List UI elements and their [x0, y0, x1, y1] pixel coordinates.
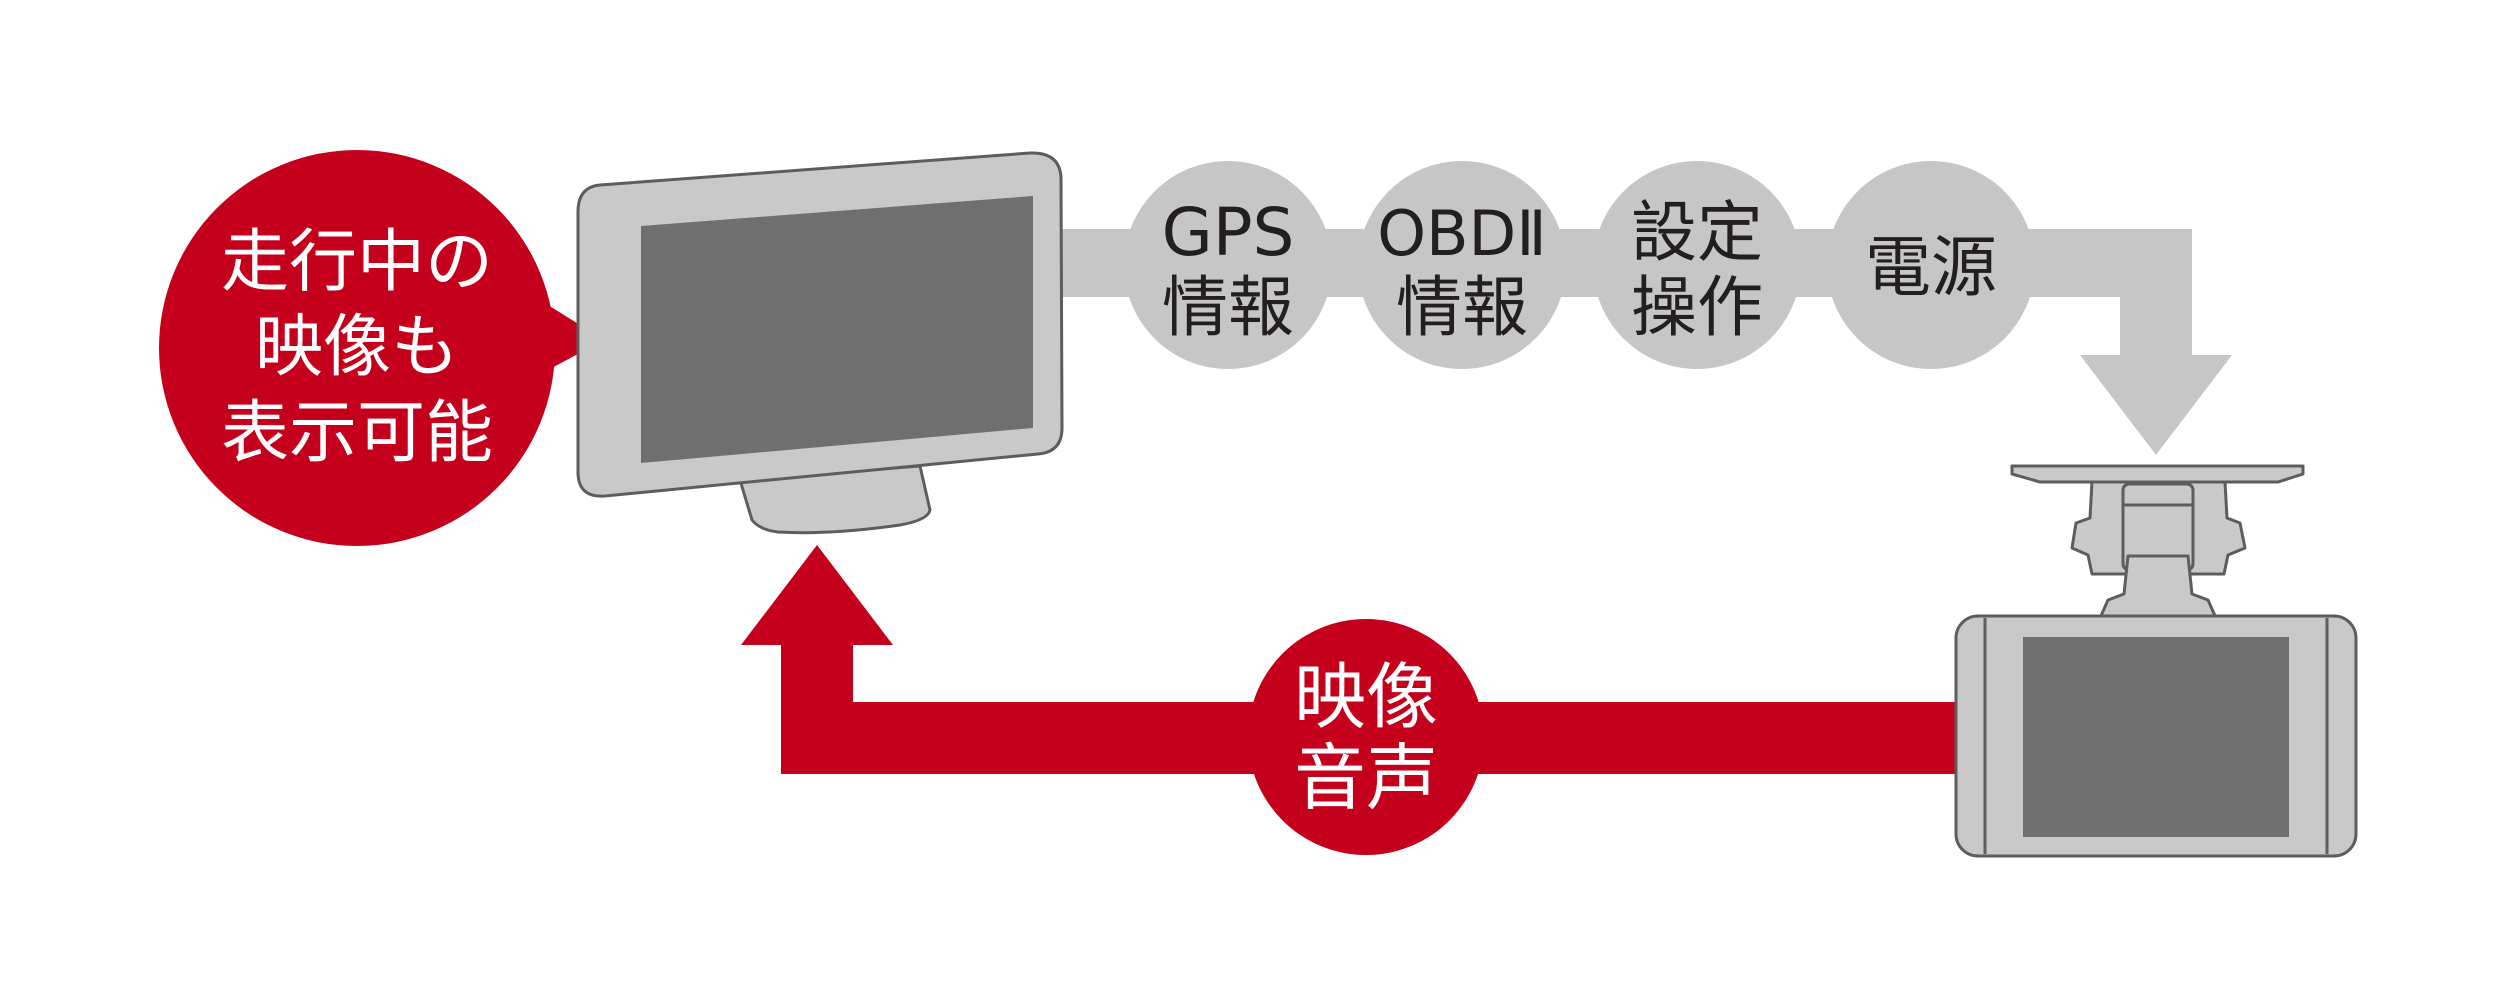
bottom-flow-arrow — [741, 545, 1973, 855]
dashcam-screen — [2023, 637, 2289, 837]
monitor-icon — [576, 151, 1064, 535]
video-audio-circle — [1248, 619, 1484, 855]
gps-info-circle — [1124, 161, 1332, 369]
obd-label-line1: OBDⅡ — [1377, 197, 1547, 270]
svg-text:情報: 情報 — [1162, 269, 1294, 346]
bottom-flow-up-shaft — [781, 640, 853, 774]
video-label: 映像 — [1294, 655, 1438, 739]
bubble-line1: 走行中の — [221, 223, 493, 302]
bubble-line3: 表示可能 — [221, 394, 493, 473]
bubble-body — [159, 150, 555, 546]
gps-label-line2: 情報 — [1162, 269, 1294, 346]
svg-text:映像も: 映像も — [255, 308, 459, 387]
svg-text:GPS: GPS — [1162, 194, 1295, 271]
svg-text:電源: 電源 — [1865, 229, 1997, 306]
bottom-flow-arrowhead — [741, 545, 893, 645]
top-flow-labels: GPS 情報 OBDⅡ 情報 設定 操作 電源 — [1162, 194, 1997, 346]
power-circle — [1827, 161, 2035, 369]
svg-text:設定: 設定 — [1631, 194, 1763, 271]
audio-label: 音声 — [1294, 736, 1438, 820]
top-flow-circles — [1124, 161, 2035, 369]
monitor-stand — [738, 464, 932, 535]
svg-text:走行中の: 走行中の — [221, 223, 493, 302]
settings-label-line1: 設定 — [1631, 194, 1763, 271]
gps-label-line1: GPS — [1162, 194, 1295, 271]
svg-text:映像: 映像 — [1294, 655, 1438, 739]
bubble-tail — [548, 305, 604, 370]
svg-text:音声: 音声 — [1294, 736, 1438, 820]
bottom-flow-labels: 映像 音声 — [1294, 655, 1438, 820]
settings-circle — [1593, 161, 1801, 369]
svg-text:OBDⅡ: OBDⅡ — [1377, 197, 1547, 270]
monitor-screen — [641, 196, 1033, 463]
top-flow-down-shaft — [2120, 229, 2192, 357]
power-label: 電源 — [1865, 229, 1997, 306]
settings-label-line2: 操作 — [1631, 269, 1763, 346]
dashcam-mount-plate — [2010, 464, 2305, 484]
feature-bubble: 走行中の 映像も 表示可能 — [159, 150, 604, 546]
obd-info-circle — [1358, 161, 1566, 369]
bubble-line2: 映像も — [255, 308, 459, 387]
svg-text:操作: 操作 — [1631, 269, 1763, 346]
obd-label-line2: 情報 — [1396, 269, 1528, 346]
svg-text:情報: 情報 — [1396, 269, 1528, 346]
svg-text:表示可能: 表示可能 — [221, 394, 493, 473]
dashcam-icon — [1954, 464, 2358, 858]
top-flow-arrowhead — [2080, 355, 2232, 455]
